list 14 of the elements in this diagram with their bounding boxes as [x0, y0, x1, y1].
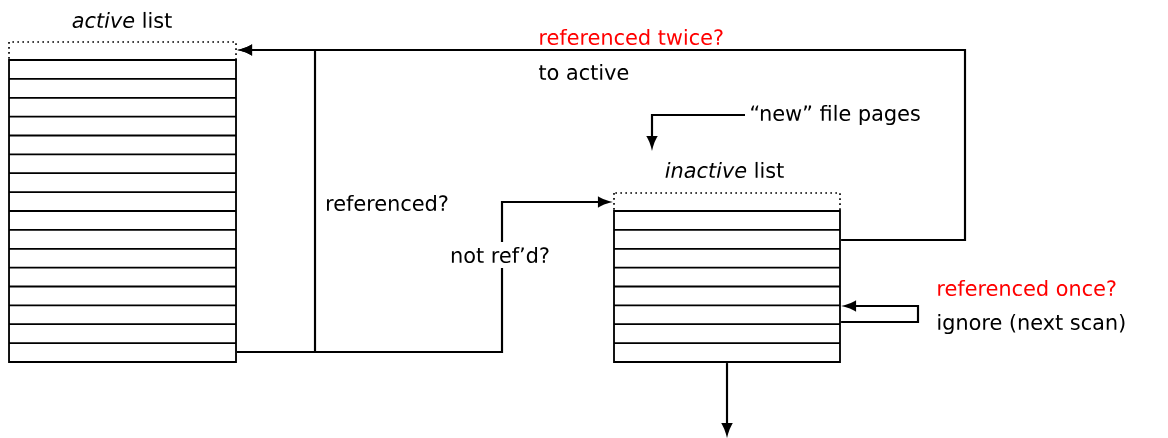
arrow — [841, 301, 920, 324]
source-text: “new” file pages — [751, 104, 920, 126]
edge-label: not ref’d? — [445, 241, 555, 269]
list-heading: inactive list — [665, 161, 784, 179]
arrow — [647, 113, 745, 148]
arrow — [722, 363, 732, 435]
note-text: referenced twice? — [535, 25, 728, 49]
arrow — [240, 45, 967, 242]
edge-label: referenced? — [320, 189, 454, 217]
list-heading: active list — [72, 11, 172, 29]
note-text: ignore (next scan) — [933, 310, 1130, 338]
note-text: to active — [535, 60, 633, 84]
note-text: referenced once? — [933, 276, 1121, 300]
arrow — [237, 197, 610, 354]
